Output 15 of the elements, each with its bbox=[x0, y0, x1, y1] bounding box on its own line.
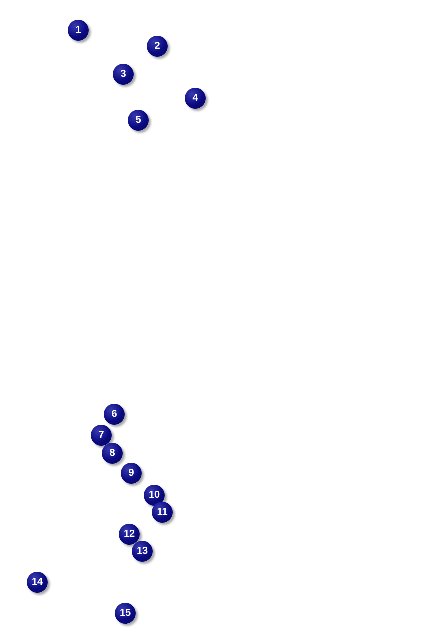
callout-number: 5 bbox=[128, 110, 149, 131]
callout-number: 9 bbox=[121, 463, 142, 484]
callout-number: 12 bbox=[119, 524, 140, 545]
callout-number: 2 bbox=[147, 36, 168, 57]
callout-number: 8 bbox=[102, 443, 123, 464]
callout-number: 3 bbox=[113, 64, 134, 85]
callout-number: 1 bbox=[68, 20, 89, 41]
callout-number: 15 bbox=[115, 603, 136, 624]
callout-number: 10 bbox=[144, 485, 165, 506]
callout-number: 4 bbox=[185, 88, 206, 109]
callout-number: 11 bbox=[152, 502, 173, 523]
callout-number: 7 bbox=[91, 425, 112, 446]
callout-number: 6 bbox=[104, 404, 125, 425]
callout-number: 13 bbox=[132, 541, 153, 562]
callout-number: 14 bbox=[27, 572, 48, 593]
